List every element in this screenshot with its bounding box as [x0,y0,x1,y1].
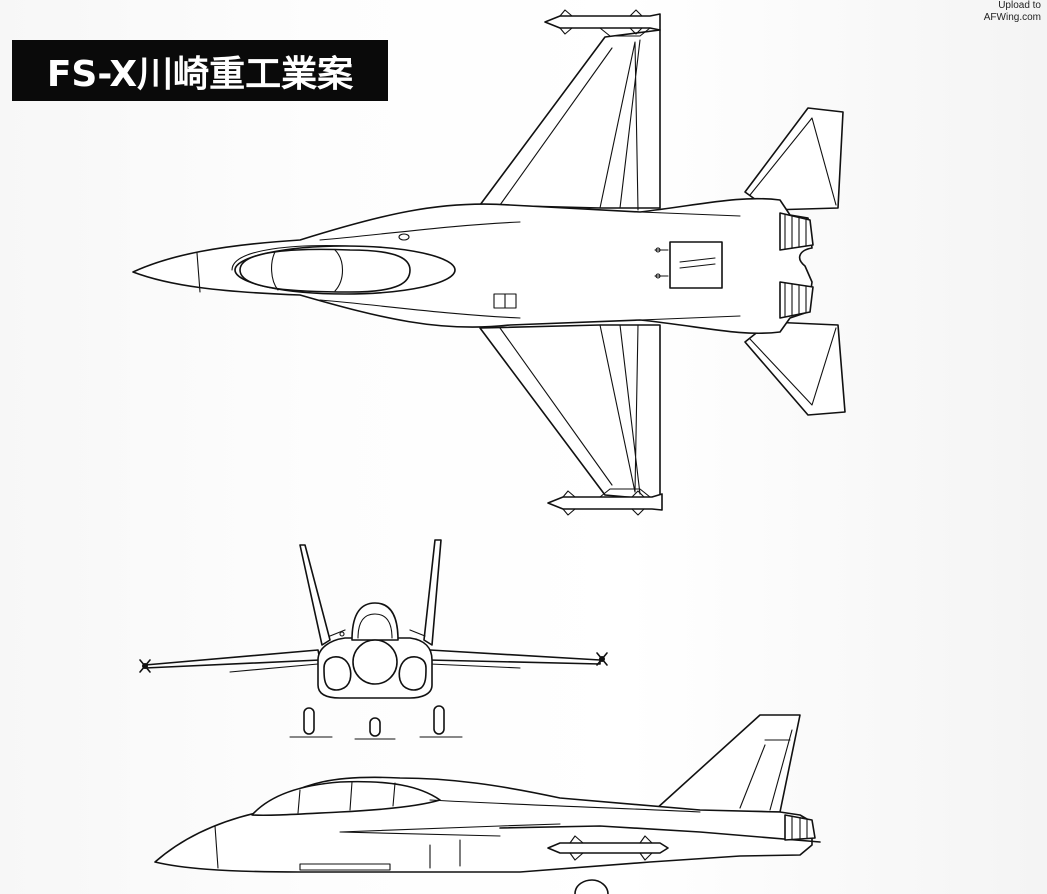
front-view-canopy [352,603,398,640]
page-title: FS-X川崎重工業案 [12,40,388,101]
top-view-upper-wing [480,30,660,208]
front-view-radome [353,640,397,684]
side-view [155,715,820,894]
front-view-left-wing [145,650,320,668]
front-view-left-tail [300,545,330,645]
top-view-upper-wing-leading-edge-line [500,40,640,210]
watermark-line-1: Upload to [998,0,1041,11]
watermark: Upload to AFWing.com [984,0,1041,24]
front-view-right-wing [428,650,600,664]
front-view-right-intake [399,657,426,690]
top-view-lower-wingtip-missile [548,489,662,515]
top-view-fuselage [133,199,812,334]
top-view-upper-nozzle [780,213,813,250]
top-view-lower-wing-leading-edge-line [500,325,640,494]
side-view-wing [500,826,820,842]
side-view-wheel [575,880,608,894]
top-view-upper-wingtip-missile [545,10,660,36]
top-view-lower-wing [480,325,660,500]
top-view [133,10,845,515]
top-view-dorsal-panel [670,242,722,288]
top-view-upper-stabilizer [745,108,843,210]
top-view-lower-stabilizer [745,322,845,415]
front-view-left-intake [324,657,351,690]
watermark-line-2: AFWing.com [983,12,1041,23]
front-view [140,540,607,739]
top-view-lower-nozzle [780,282,813,318]
top-view-canopy [240,249,410,292]
side-view-missile [548,836,668,860]
front-view-landing-gear [290,706,462,739]
front-view-right-tail [424,540,441,645]
side-view-vertical-tail [655,715,800,812]
